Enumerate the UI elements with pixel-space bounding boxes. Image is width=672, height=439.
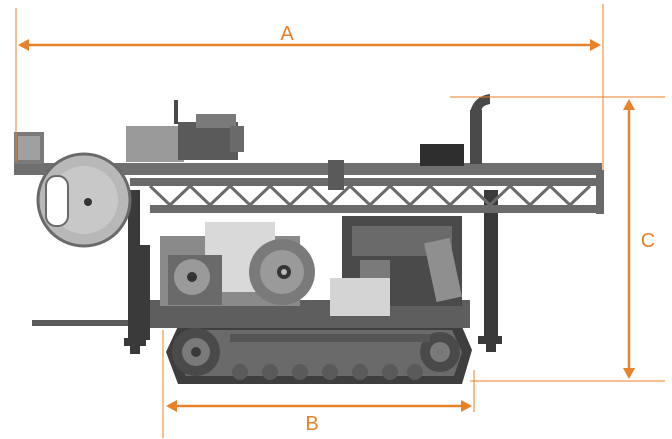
guide-rod xyxy=(32,320,152,326)
drill-rig-illustration xyxy=(14,94,604,384)
sheave-wheel xyxy=(36,152,132,248)
rotary-head xyxy=(126,100,244,162)
dimension-label-b: B xyxy=(305,413,318,435)
arrowhead-c-bottom xyxy=(623,368,635,379)
outrigger-legs xyxy=(124,190,502,354)
dimension-lines xyxy=(15,4,665,438)
exhaust xyxy=(420,94,490,166)
arrowhead-a-left xyxy=(18,39,29,51)
engine xyxy=(330,216,462,316)
arrowhead-c-top xyxy=(623,99,635,110)
dimension-label-c: C xyxy=(641,230,655,252)
arrowhead-b-right xyxy=(461,400,472,412)
arrowhead-b-left xyxy=(166,400,177,412)
crawler-track xyxy=(166,322,472,384)
arrowhead-a-right xyxy=(590,39,601,51)
dimension-label-a: A xyxy=(280,23,294,45)
